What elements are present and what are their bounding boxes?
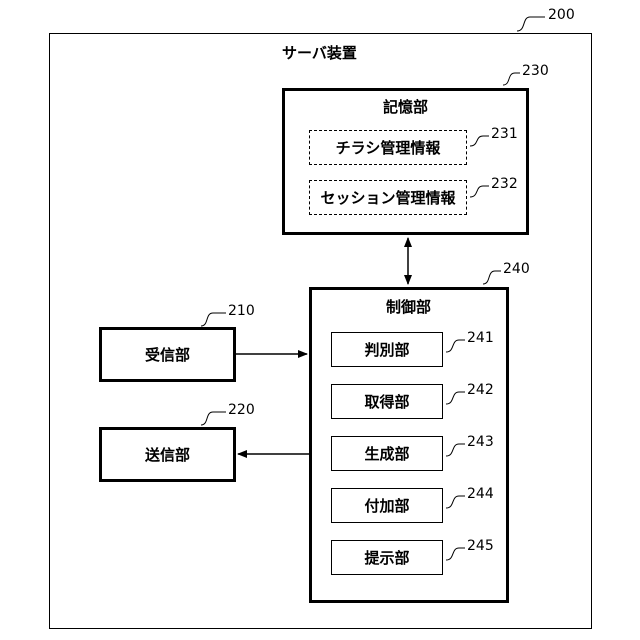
- generation-unit-box: 生成部: [331, 436, 443, 471]
- storage-unit-ref: 230: [522, 63, 549, 79]
- server-ref-leader: [517, 17, 545, 31]
- addition-unit-box: 付加部: [331, 488, 443, 523]
- storage-unit-title: 記憶部: [383, 96, 428, 117]
- presentation-unit-ref: 245: [467, 538, 494, 554]
- addition-unit-ref: 244: [467, 486, 494, 502]
- sender-unit-ref: 220: [228, 402, 255, 418]
- generation-unit-ref: 243: [467, 434, 494, 450]
- server-device-ref: 200: [548, 7, 575, 23]
- acquisition-unit-ref: 242: [467, 382, 494, 398]
- control-unit-ref: 240: [503, 261, 530, 277]
- flyer-management-info-box: チラシ管理情報: [309, 130, 467, 165]
- acquisition-unit-box: 取得部: [331, 384, 443, 419]
- session-management-info-box: セッション管理情報: [309, 180, 467, 215]
- flyer-management-info-ref: 231: [491, 126, 518, 142]
- presentation-unit-box: 提示部: [331, 540, 443, 575]
- session-management-info-ref: 232: [491, 176, 518, 192]
- receiver-unit-box: 受信部: [99, 327, 236, 382]
- server-device-title: サーバ装置: [282, 42, 357, 63]
- discrimination-unit-ref: 241: [467, 330, 494, 346]
- receiver-unit-ref: 210: [228, 303, 255, 319]
- discrimination-unit-box: 判別部: [331, 332, 443, 367]
- control-unit-title: 制御部: [386, 296, 431, 317]
- sender-unit-box: 送信部: [99, 427, 236, 482]
